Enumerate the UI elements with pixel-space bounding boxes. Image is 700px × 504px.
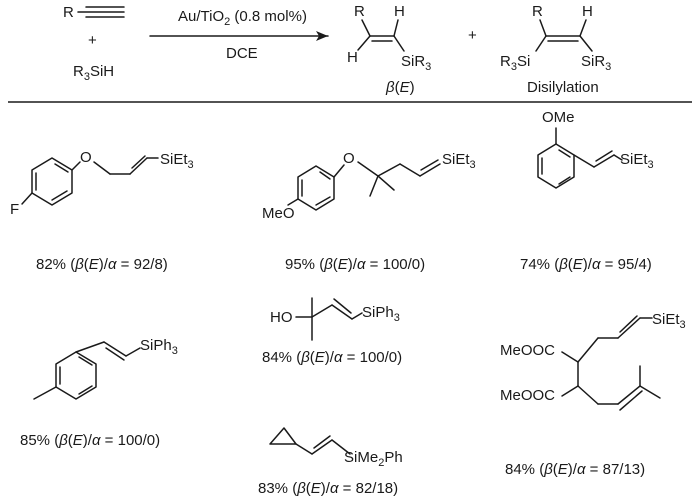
methoxy-label: MeO — [262, 205, 295, 222]
silyl-label: SiEt3 — [652, 311, 686, 331]
solvent-label: DCE — [226, 45, 258, 62]
silyl-label: SiMe2Ph — [344, 449, 403, 469]
reaction-arrow — [149, 31, 329, 41]
yield-label: 74% (β(E)/α = 95/4) — [520, 256, 652, 273]
product-disilylation: R H R3Si SiR3 Disilylation — [500, 3, 611, 96]
product-beta-r: R — [354, 3, 365, 20]
substrate-para-methylstyryl: SiPh3 85% (β(E)/α = 100/0) — [20, 337, 178, 449]
silyl-label: SiEt3 — [442, 151, 476, 171]
yield-label: 84% (β(E)/α = 100/0) — [262, 349, 402, 366]
plus-sign-2: + — [468, 27, 477, 44]
silyl-label: SiEt3 — [620, 151, 654, 171]
catalyst-label: Au/TiO2 (0.8 mol%) — [178, 8, 307, 28]
silyl-label: SiPh3 — [362, 304, 400, 324]
product-beta-si: SiR3 — [401, 53, 431, 73]
yield-label: 84% (β(E)/α = 87/13) — [505, 461, 645, 478]
product-disilyl-si-right: SiR3 — [581, 53, 611, 73]
product-disilyl-label: Disilylation — [527, 79, 599, 96]
product-disilyl-si-left: R3Si — [500, 53, 530, 73]
substrate-malonate-diene: MeOOC MeOOC SiEt3 84% (β(E)/α = 87/13) — [500, 311, 686, 478]
alkyne-triple-bond — [77, 6, 125, 18]
silane-label: R3SiH — [73, 63, 114, 83]
yield-label: 83% (β(E)/α = 82/18) — [258, 480, 398, 497]
ester-label-lower: MeOOC — [500, 387, 555, 404]
hydroxy-label: HO — [270, 309, 293, 326]
product-disilyl-h: H — [582, 3, 593, 20]
silyl-label: SiPh3 — [140, 337, 178, 357]
substrate-hydroxy-dimethyl: HO SiPh3 84% (β(E)/α = 100/0) — [262, 297, 402, 366]
ester-label-upper: MeOOC — [500, 342, 555, 359]
substrate-fluorophenyl-allyl: F O SiEt3 82% (β(E)/α = 92/8) — [10, 149, 194, 273]
product-beta-e: R H H SiR3 β(E) — [347, 3, 431, 96]
reaction-header: R + R3SiH Au/TiO2 (0.8 mol%) DCE R H H — [63, 3, 611, 96]
silyl-label: SiEt3 — [160, 151, 194, 171]
alkyne-r-label: R — [63, 4, 74, 21]
ether-oxygen-label: O — [343, 150, 355, 167]
methoxy-label: OMe — [542, 109, 575, 126]
yield-label: 82% (β(E)/α = 92/8) — [36, 256, 168, 273]
product-beta-h-top: H — [394, 3, 405, 20]
substrate-cyclopropyl-vinyl: SiMe2Ph 83% (β(E)/α = 82/18) — [258, 427, 403, 497]
fluoro-label: F — [10, 201, 19, 218]
ether-oxygen-label: O — [80, 149, 92, 166]
product-beta-label: β(E) — [385, 79, 415, 96]
yield-label: 95% (β(E)/α = 100/0) — [285, 256, 425, 273]
substrate-ortho-methoxystyryl: OMe SiEt3 74% (β(E)/α = 95/4) — [520, 109, 654, 273]
yield-label: 85% (β(E)/α = 100/0) — [20, 432, 160, 449]
product-disilyl-r: R — [532, 3, 543, 20]
substrate-methoxyphenoxy-dimethyl: MeO O SiEt3 95% (β(E)/α = 100/0) — [262, 150, 476, 273]
plus-sign-1: + — [88, 32, 97, 49]
product-beta-h-left: H — [347, 49, 358, 66]
